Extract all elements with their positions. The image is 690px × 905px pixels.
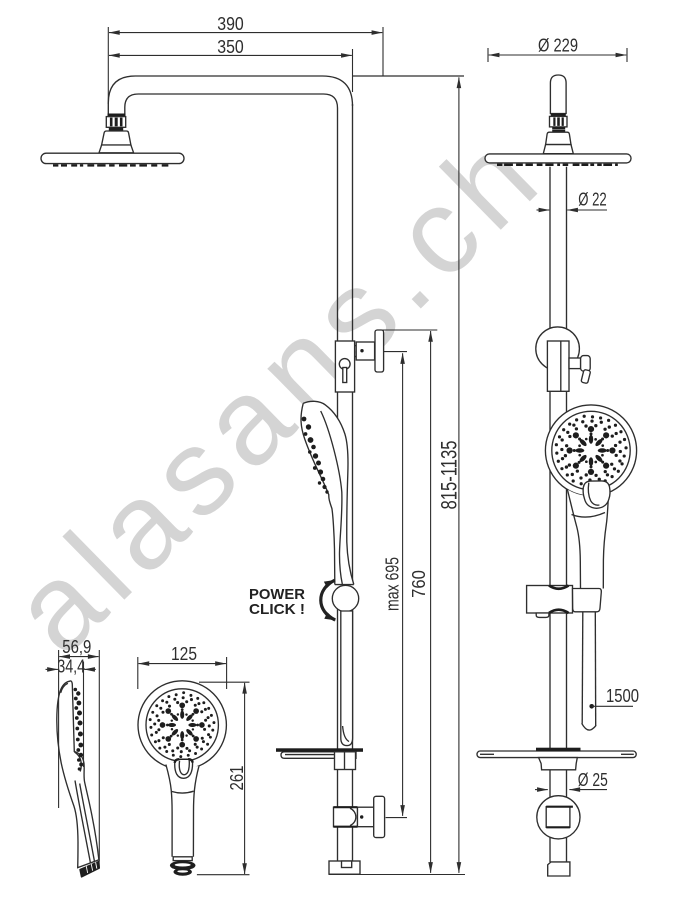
dim-229: Ø 229 <box>487 35 628 62</box>
side-hand-shower-spray-pattern <box>554 414 628 487</box>
dim-261: 261 <box>196 681 250 876</box>
power-click: POWER CLICK ! <box>249 578 336 622</box>
side-lower-bracket <box>536 795 581 840</box>
front-head-disc <box>40 152 185 167</box>
dim-22: Ø 22 <box>536 189 607 213</box>
dim-815-1135-label: 815-1135 <box>436 441 461 510</box>
hand-shower-front-head <box>137 680 228 876</box>
dim-229-label: Ø 229 <box>538 35 578 55</box>
front-head-connector <box>98 113 135 154</box>
rotate-arrow <box>319 578 336 622</box>
side-head-disc <box>484 153 632 166</box>
hand-shower-profile-nozzles <box>73 687 84 771</box>
front-bottom-cap <box>328 860 361 875</box>
dim-34-4-label: 34,4 <box>57 657 85 677</box>
side-view: Ø 229 Ø 22 <box>476 35 639 877</box>
side-shelf <box>476 747 637 771</box>
dim-815-1135: 815-1135 <box>436 77 461 874</box>
dim-56-9-label: 56,9 <box>62 637 91 657</box>
side-hand-shower-head <box>544 404 638 589</box>
side-head-connector <box>542 113 575 155</box>
side-mouth-button <box>582 480 611 509</box>
front-hand-shower-spray-pattern <box>148 691 216 759</box>
front-holder-knob <box>331 584 360 613</box>
profile-inlet-cap <box>79 860 100 878</box>
dim-56-9: 56,9 <box>58 637 100 862</box>
dim-25-label: Ø 25 <box>578 770 608 790</box>
dim-261-label: 261 <box>227 766 247 791</box>
front-upper-bracket <box>334 329 385 393</box>
dim-1500-label: 1500 <box>606 686 639 706</box>
dim-125: 125 <box>137 644 228 689</box>
dim-25: Ø 25 <box>535 770 608 792</box>
power-click-line2: CLICK ! <box>249 601 305 618</box>
front-hand-shower-nozzles <box>301 416 329 494</box>
front-head-nozzle-dashes <box>53 164 169 167</box>
side-holder <box>525 584 574 619</box>
front-shelf <box>276 748 363 771</box>
front-detail-handle <box>165 764 199 857</box>
dim-22-label: Ø 22 <box>578 189 607 209</box>
hand-shower-side-detail: 56,9 34,4 <box>45 637 100 878</box>
dim-max-695-label: max 695 <box>382 557 402 611</box>
dim-390-label: 390 <box>217 14 244 34</box>
side-top-pipe <box>549 74 567 115</box>
side-head-nozzle-dashes <box>497 163 618 166</box>
dim-34-4: 34,4 <box>45 657 96 767</box>
dim-350-label: 350 <box>217 37 244 57</box>
front-view: 390 350 <box>40 14 465 876</box>
side-hand-shower-handle <box>567 489 609 589</box>
dim-125-label: 125 <box>171 644 197 664</box>
front-shower-arm <box>107 75 464 114</box>
dim-390: 390 <box>107 14 384 104</box>
side-hose <box>571 587 602 731</box>
hand-shower-profile <box>56 680 100 878</box>
side-upper-bracket <box>535 326 591 392</box>
dim-350: 350 <box>108 37 354 92</box>
side-bottom-cap <box>547 861 571 877</box>
dim-1500: 1500 <box>589 686 639 709</box>
front-hand-shower <box>300 400 355 598</box>
hand-shower-front-detail: 125 <box>137 644 250 876</box>
side-rail <box>549 166 568 862</box>
dim-760-label: 760 <box>409 570 429 598</box>
dim-max-695: max 695 <box>382 352 405 817</box>
front-hand-shower-handle <box>340 610 354 747</box>
dim-760: 760 <box>409 330 433 874</box>
power-click-line1: POWER <box>249 586 305 603</box>
front-lower-bracket <box>332 795 386 839</box>
